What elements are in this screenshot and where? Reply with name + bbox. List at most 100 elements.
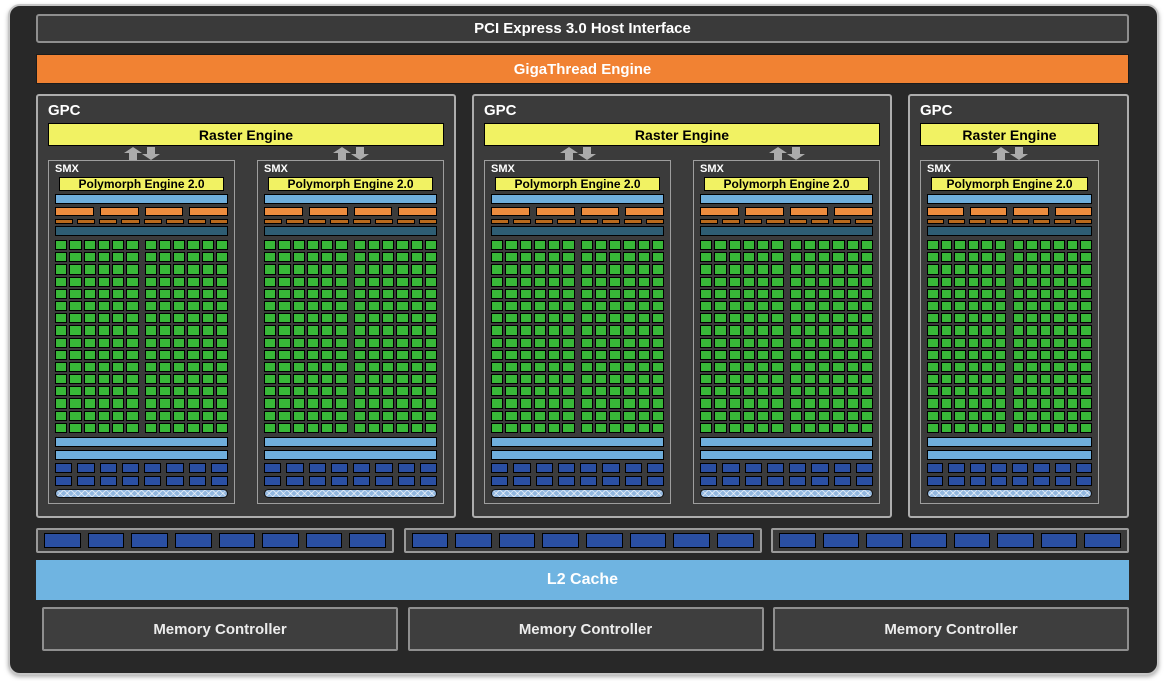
core-cell xyxy=(954,276,966,287)
core-cell xyxy=(353,398,366,409)
core-cell xyxy=(623,386,636,397)
core-cell xyxy=(771,264,784,275)
core-cell xyxy=(533,337,546,348)
core-cell xyxy=(967,337,980,348)
core-cell xyxy=(623,337,636,348)
orange-narrow-segment xyxy=(330,219,349,224)
core-cell xyxy=(789,361,802,373)
orange-segment xyxy=(969,207,1007,216)
core-cell xyxy=(144,325,157,336)
core-cell xyxy=(846,422,859,433)
core-cell xyxy=(97,386,110,397)
core-cell xyxy=(860,276,873,287)
orange-narrow-segment xyxy=(308,219,327,224)
core-cell xyxy=(201,361,214,373)
core-cell xyxy=(321,386,334,397)
core-cell xyxy=(1053,374,1065,385)
core-cell xyxy=(771,386,784,397)
core-cell xyxy=(1066,288,1079,299)
rop-partition xyxy=(36,528,394,553)
core-cell xyxy=(410,337,423,348)
core-cell xyxy=(505,264,518,275)
core-cell xyxy=(306,300,319,312)
core-cell xyxy=(803,264,816,275)
core-cell xyxy=(700,398,713,409)
core-cell xyxy=(728,386,741,397)
core-cell xyxy=(353,361,366,373)
core-cell xyxy=(335,252,348,263)
core-cell xyxy=(201,313,214,324)
core-cell xyxy=(69,349,82,360)
blue-segment xyxy=(833,463,851,473)
core-cell xyxy=(700,240,713,251)
core-cell xyxy=(278,349,291,360)
core-cell xyxy=(637,410,650,421)
orange-narrow-segment xyxy=(187,219,206,224)
core-cell xyxy=(126,264,139,275)
core-cell xyxy=(818,252,831,263)
core-cell xyxy=(771,300,784,312)
core-cell xyxy=(548,288,561,299)
core-cell xyxy=(382,410,395,421)
core-cell xyxy=(1080,398,1092,409)
core-cell xyxy=(562,398,575,409)
core-cell xyxy=(367,410,380,421)
core-cell xyxy=(533,240,546,251)
core-cell xyxy=(215,398,228,409)
core-cell xyxy=(505,361,518,373)
blue-segment xyxy=(811,463,829,473)
up-down-arrows-icon xyxy=(991,146,1028,160)
core-cell xyxy=(69,300,82,312)
core-cell xyxy=(187,422,200,433)
rop-segment xyxy=(997,533,1034,548)
core-cell xyxy=(533,276,546,287)
core-cell xyxy=(382,264,395,275)
core-cell xyxy=(97,300,110,312)
core-cell xyxy=(954,374,966,385)
orange-segment xyxy=(1012,207,1050,216)
core-cell xyxy=(335,300,348,312)
up-down-arrows-icon xyxy=(484,146,671,160)
blue-segment xyxy=(77,476,95,486)
blue-segment-row xyxy=(927,463,1092,473)
blue-segment-row xyxy=(700,463,873,473)
core-column-group xyxy=(353,240,437,433)
core-cell xyxy=(651,361,664,373)
core-cell xyxy=(714,398,727,409)
orange-narrow-segment-row xyxy=(491,219,664,224)
core-cell xyxy=(505,337,518,348)
core-cell xyxy=(158,337,171,348)
core-cell xyxy=(994,288,1007,299)
core-cell xyxy=(55,361,68,373)
core-cell xyxy=(69,325,82,336)
core-cell xyxy=(1080,410,1092,421)
blue-segment xyxy=(188,476,206,486)
core-cell xyxy=(306,398,319,409)
core-cell xyxy=(562,410,575,421)
blue-segment-row xyxy=(491,476,664,486)
core-cell xyxy=(803,252,816,263)
core-cell xyxy=(594,361,607,373)
orange-narrow-segment xyxy=(1074,219,1092,224)
core-cell xyxy=(533,349,546,360)
core-cell xyxy=(580,349,593,360)
blue-segment xyxy=(144,476,162,486)
core-cell xyxy=(505,386,518,397)
blue-segment xyxy=(833,476,851,486)
blue-segment xyxy=(210,463,228,473)
core-cell xyxy=(789,300,802,312)
core-cell xyxy=(832,349,845,360)
core-cell xyxy=(201,288,214,299)
core-cell xyxy=(491,300,504,312)
up-down-arrows-icon xyxy=(768,146,805,160)
blue-segment xyxy=(646,463,664,473)
smx-lightblue-bar xyxy=(264,450,437,460)
core-cell xyxy=(548,300,561,312)
orange-narrow-segment xyxy=(165,219,184,224)
core-cell xyxy=(215,325,228,336)
memory-controller: Memory Controller xyxy=(407,607,764,651)
core-cell xyxy=(505,288,518,299)
